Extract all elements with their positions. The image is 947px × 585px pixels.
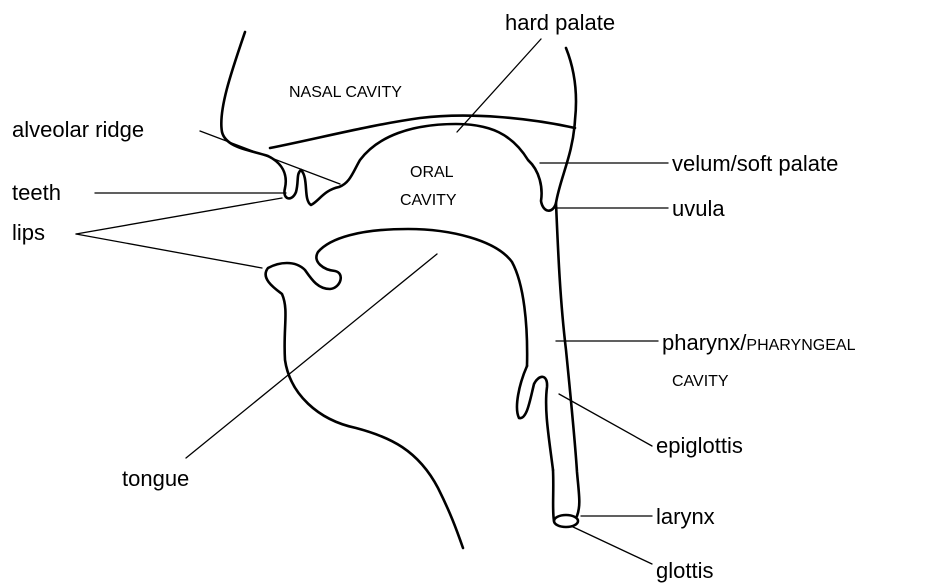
label-pharyngeal-cavity: CAVITY [672, 373, 729, 390]
label-pharynx-word: pharynx/ [662, 330, 747, 355]
label-pharynx: pharynx/PHARYNGEAL [662, 330, 856, 355]
alveolar-ridge-leader [200, 131, 340, 184]
label-oral-cavity-line1: ORAL [410, 164, 454, 181]
label-nasal-cavity: NASAL CAVITY [289, 84, 402, 101]
glottis-opening [554, 515, 578, 527]
label-uvula: uvula [672, 196, 725, 221]
face-profile [221, 32, 301, 198]
glottis-leader [571, 526, 652, 564]
label-epiglottis: epiglottis [656, 433, 743, 458]
label-tongue: tongue [122, 466, 189, 491]
label-lips: lips [12, 220, 45, 245]
tongue-outline [266, 229, 528, 548]
lips-leader-lower [76, 234, 262, 268]
label-oral-cavity-line2: CAVITY [400, 192, 457, 209]
larynx-outline [553, 470, 554, 521]
epiglottis-outline [517, 366, 553, 470]
label-teeth: teeth [12, 180, 61, 205]
tongue-leader [186, 254, 437, 458]
label-alveolar-ridge: alveolar ridge [12, 117, 144, 142]
lips-leader-upper [76, 198, 282, 234]
label-glottis: glottis [656, 558, 713, 583]
label-velum: velum/soft palate [672, 151, 838, 176]
pharynx-back-wall [556, 203, 579, 516]
palate-outline [301, 48, 576, 211]
nasal-cavity-outline [270, 116, 575, 148]
label-larynx: larynx [656, 504, 715, 529]
label-hard-palate: hard palate [505, 10, 615, 35]
label-pharyngeal-word: PHARYNGEAL [746, 337, 855, 354]
